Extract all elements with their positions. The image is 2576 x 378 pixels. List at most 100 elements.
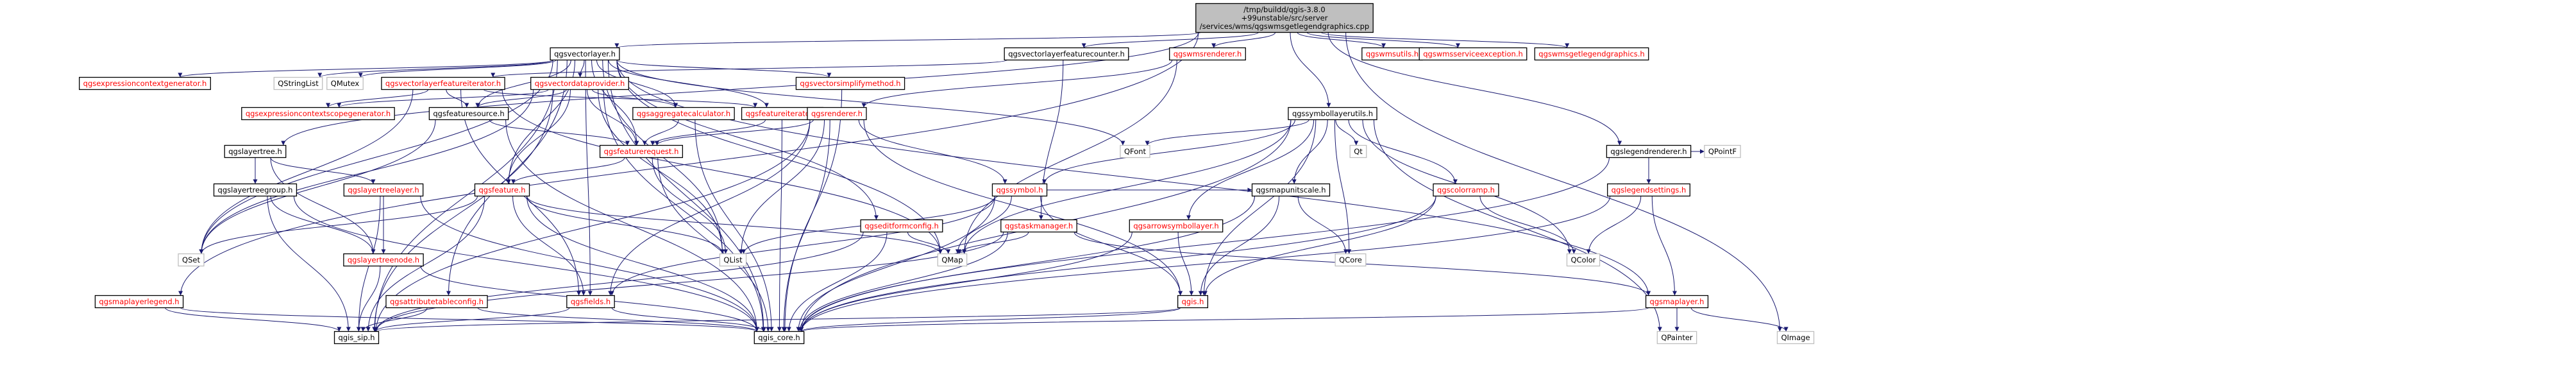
node-qgssymbollayerutils[interactable]: qgssymbollayerutils.h xyxy=(1288,107,1377,121)
node-qgslayertree[interactable]: qgslayertree.h xyxy=(224,144,287,159)
edge-qgslayertreenode-to-qgis-sip xyxy=(356,266,381,332)
node-qgsvectordataprovider[interactable]: qgsvectordataprovider.h xyxy=(530,76,629,90)
node-box xyxy=(991,183,1048,197)
node-qgsmapunitscale[interactable]: qgsmapunitscale.h xyxy=(1251,183,1331,197)
edge-qgsaggregatecalculator-to-qgsfeaturerequest xyxy=(642,119,679,146)
node-QFont: QFont xyxy=(1120,144,1150,159)
node-qgsmaplayerlegend[interactable]: qgsmaplayerlegend.h xyxy=(94,295,184,309)
node-qgsarrowsymbollayer[interactable]: qgsarrowsymbollayer.h xyxy=(1129,219,1224,233)
node-root[interactable]: /tmp/buildd/qgis-3.8.0+99unstable/src/se… xyxy=(1195,3,1374,33)
node-box xyxy=(343,253,424,267)
edge-qgsvectorlayer-to-QMap xyxy=(616,60,943,254)
node-qgsrenderer[interactable]: qgsrenderer.h xyxy=(807,107,867,121)
edge-qgsvectorlayer-to-qgseditformconfig xyxy=(616,60,879,220)
node-qgsvectorlayerfeatureiterator[interactable]: qgsvectorlayerfeatureiterator.h xyxy=(381,76,505,90)
node-qgscolorramp[interactable]: qgscolorramp.h xyxy=(1433,183,1499,197)
node-qgsmaplayer[interactable]: qgsmaplayer.h xyxy=(1645,295,1709,309)
edge-qgsvectorlayerfeatureiterator-to-qgsexpressioncontextscopegenerator xyxy=(326,89,429,108)
edge-qgsfeaturesource-to-qgsfeaturerequest xyxy=(489,119,630,146)
node-label: QStringList xyxy=(278,79,319,88)
node-box xyxy=(224,144,287,159)
node-label: Qt xyxy=(1354,147,1363,156)
node-label: qgsfeatureiterator.h xyxy=(746,109,820,118)
edge-qgsfeaturesource-to-qgis-core xyxy=(505,119,759,332)
edge-qgslayertreelayer-to-qgis-core xyxy=(420,196,759,332)
node-qgis[interactable]: qgis.h xyxy=(1177,295,1209,309)
edge-qgslayertreegroup-to-qgslayertreenode xyxy=(270,196,376,254)
node-qgsaggregatecalculator[interactable]: qgsaggregatecalculator.h xyxy=(632,107,735,121)
node-qgslegendsettings[interactable]: qgslegendsettings.h xyxy=(1607,183,1690,197)
edge-qgsvectorlayerfeaturecounter-to-qgsvectorlayerfeatureiterator xyxy=(491,60,1007,78)
node-QMutex: QMutex xyxy=(326,76,364,90)
node-qgslayertreegroup[interactable]: qgslayertreegroup.h xyxy=(213,183,298,197)
node-qgseditformconfig[interactable]: qgseditformconfig.h xyxy=(860,219,943,233)
edge-root-to-qgsvectorlayer xyxy=(614,32,1201,48)
edge-qgsvectorlayer-to-QStringList xyxy=(317,60,553,78)
edge-qgsfeature-to-qgsfields xyxy=(512,196,586,296)
edge-root-to-qgslayertree xyxy=(281,32,1199,146)
node-label: QMutex xyxy=(331,79,360,88)
node-box xyxy=(1645,295,1709,309)
node-label: qgswmsgetlegendgraphics.h xyxy=(1538,49,1644,58)
node-QMap: QMap xyxy=(937,253,968,267)
node-qgslegendrenderer[interactable]: qgslegendrenderer.h xyxy=(1606,144,1692,159)
node-box xyxy=(1606,144,1692,159)
node-qgswmsrenderer[interactable]: qgswmsrenderer.h xyxy=(1169,47,1246,61)
node-qgsexpressioncontextgenerator[interactable]: qgsexpressioncontextgenerator.h xyxy=(79,76,211,90)
node-box xyxy=(1776,331,1815,345)
node-label: QSet xyxy=(182,255,200,264)
node-box xyxy=(273,76,323,90)
edge-root-to-qgswmsserviceexception xyxy=(1306,32,1460,48)
node-qgsfeaturesource[interactable]: qgsfeaturesource.h xyxy=(428,107,509,121)
node-qgsvectorlayerfeaturecounter[interactable]: qgsvectorlayerfeaturecounter.h xyxy=(1004,47,1129,61)
node-qgswmsgetlegendgraphics[interactable]: qgswmsgetlegendgraphics.h xyxy=(1534,47,1649,61)
edge-qgssymbollayerutils-to-qgis xyxy=(1201,119,1317,296)
edge-qgsmaplayerlegend-to-qgis-sip xyxy=(165,307,342,332)
edge-qgsvectorlayerfeatureiterator-to-qgsfeaturesource xyxy=(446,89,469,108)
node-qgsexpressioncontextscopegenerator[interactable]: qgsexpressioncontextscopegenerator.h xyxy=(241,107,395,121)
edge-qgssymbollayerutils-to-QPainter xyxy=(1373,119,1662,332)
node-QPainter: QPainter xyxy=(1656,331,1697,345)
node-label: QList xyxy=(723,255,743,264)
edge-qgswmsrenderer-to-qgsrenderer xyxy=(861,60,1173,108)
node-box xyxy=(566,295,615,309)
edge-qgstaskmanager-to-qgis-sip xyxy=(374,232,1004,332)
node-box xyxy=(1251,183,1331,197)
node-qgslayertreenode[interactable]: qgslayertreenode.h xyxy=(343,253,424,267)
node-qgsfields[interactable]: qgsfields.h xyxy=(566,295,615,309)
node-box xyxy=(1566,253,1601,267)
node-qgsvectorsimplifymethod[interactable]: qgsvectorsimplifymethod.h xyxy=(795,76,905,90)
node-box xyxy=(1418,47,1528,61)
node-qgsvectorlayer[interactable]: qgsvectorlayer.h xyxy=(550,47,620,61)
node-qgis-core[interactable]: qgis_core.h xyxy=(753,331,805,345)
edge-qgslegendsettings-to-qgis-core xyxy=(799,196,1611,332)
node-qgstaskmanager[interactable]: qgstaskmanager.h xyxy=(1000,219,1077,233)
edge-qgsfeatureiterator-to-qgsfeaturerequest xyxy=(650,119,766,146)
node-qgsfeaturerequest[interactable]: qgsfeaturerequest.h xyxy=(599,144,684,159)
node-box xyxy=(474,183,530,197)
edge-qgsfeatureiterator-to-qgis-core xyxy=(777,119,782,332)
edge-qgis-to-qgis-sip xyxy=(374,307,1181,332)
edge-qgslayertree-to-qgslayertreelayer xyxy=(270,157,376,184)
edge-qgssymbol-to-QMap xyxy=(955,196,1012,254)
edge-qgsrenderer-to-qgis xyxy=(863,119,1183,296)
edge-qgsvectordataprovider-to-QList xyxy=(598,89,725,254)
node-qgswmsserviceexception[interactable]: qgswmsserviceexception.h xyxy=(1418,47,1528,61)
edge-root-to-qgswmsrenderer xyxy=(1211,32,1276,48)
node-box xyxy=(1349,144,1367,159)
node-qgslayertreelayer[interactable]: qgslayertreelayer.h xyxy=(343,183,424,197)
edge-qgscolorramp-to-qgis-core xyxy=(799,196,1436,332)
edge-qgis-to-qgis-core xyxy=(799,307,1181,332)
node-label: qgsfeaturesource.h xyxy=(433,109,504,118)
edge-qgsvectordataprovider-to-qgsaggregatecalculator xyxy=(591,89,678,108)
edge-qgsmapunitscale-to-QCore xyxy=(1297,196,1349,254)
node-qgssymbol[interactable]: qgssymbol.h xyxy=(991,183,1048,197)
node-label: qgslayertreegroup.h xyxy=(218,185,293,194)
node-box xyxy=(1288,107,1377,121)
node-qgsattributetableconfig[interactable]: qgsattributetableconfig.h xyxy=(385,295,488,309)
node-qgswmsutils[interactable]: qgswmsutils.h xyxy=(1361,47,1423,61)
node-qgsfeature[interactable]: qgsfeature.h xyxy=(474,183,530,197)
edge-root-to-QImage xyxy=(1345,32,1782,332)
node-box xyxy=(1120,144,1150,159)
node-qgis-sip[interactable]: qgis_sip.h xyxy=(333,331,380,345)
